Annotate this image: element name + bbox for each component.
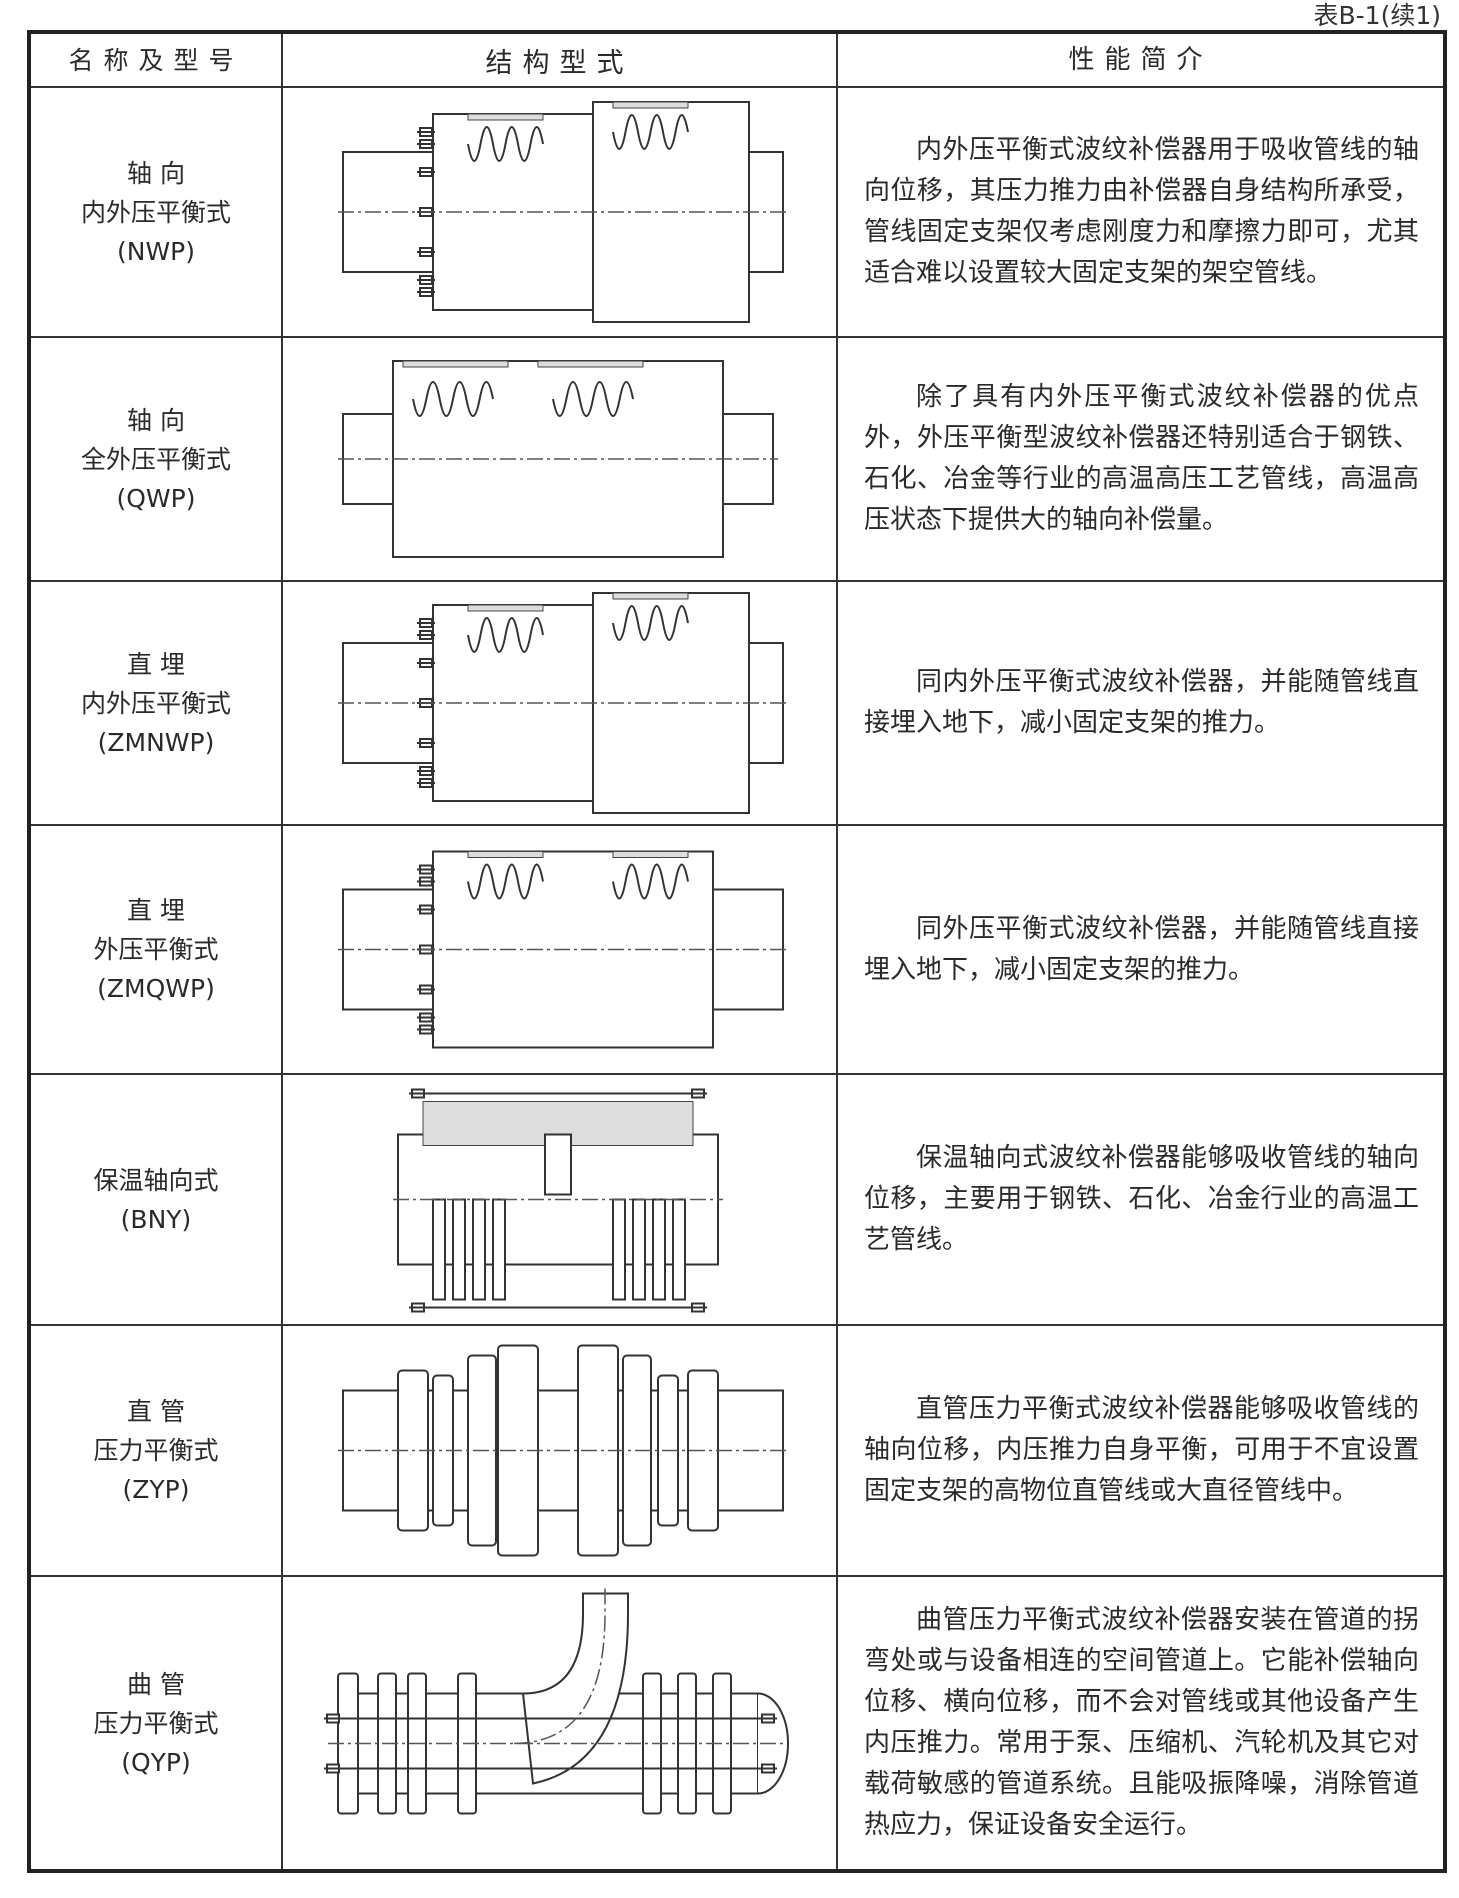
performance-cell: 除了具有内外压平衡式波纹补偿器的优点外，外压平衡型波纹补偿器还特别适合于钢铁、石… bbox=[836, 336, 1446, 582]
compensator-zyp-drawing bbox=[338, 1344, 788, 1557]
model-name-line: 轴 向 bbox=[127, 158, 185, 188]
header-name: 名称及型号 bbox=[28, 31, 283, 88]
model-name-line: 保温轴向式 bbox=[93, 1165, 219, 1195]
compensator-zmqwp-drawing bbox=[338, 850, 788, 1049]
table-row: 直 埋内外压平衡式 (ZMNWP) 同内外压平衡式波纹补偿器，并能随管线直接埋入地… bbox=[28, 580, 1446, 826]
header-row: 名称及型号 结构型式 性能简介 bbox=[28, 31, 1446, 88]
model-name-line: (QWP) bbox=[116, 483, 196, 513]
model-name-line: 外压平衡式 bbox=[93, 935, 219, 964]
table-row: 轴 向全外压平衡式 (QWP) 除了具有内外压平衡式波纹补偿器的优点外，外压平衡型… bbox=[28, 336, 1446, 582]
model-name-line: (ZYP) bbox=[122, 1475, 190, 1504]
performance-text: 保温轴向式波纹补偿器能够吸收管线的轴向位移，主要用于钢铁、石化、冶金行业的高温工… bbox=[864, 1143, 1419, 1255]
performance-cell: 同内外压平衡式波纹补偿器，并能随管线直接埋入地下，减小固定支架的推力。 bbox=[836, 580, 1446, 826]
performance-text: 同内外压平衡式波纹补偿器，并能随管线直接埋入地下，减小固定支架的推力。 bbox=[864, 667, 1419, 738]
structure-drawing-cell bbox=[281, 824, 838, 1075]
performance-cell: 同外压平衡式波纹补偿器，并能随管线直接埋入地下，减小固定支架的推力。 bbox=[836, 824, 1446, 1075]
table-row: 直 埋外压平衡式 (ZMQWP) 同外压平衡式波纹补偿器，并能随管线直接埋入地下，… bbox=[28, 824, 1446, 1075]
compensator-table: 名称及型号 结构型式 性能简介 轴 向内外压平衡式(NWP) 内外压平衡式波纹补… bbox=[27, 30, 1447, 1873]
structure-drawing-cell bbox=[281, 580, 838, 826]
model-name-line: 压力平衡式 bbox=[93, 1708, 219, 1738]
compensator-qwp-drawing bbox=[338, 360, 778, 558]
compensator-nwp-drawing bbox=[338, 592, 788, 814]
structure-drawing-cell bbox=[281, 1324, 838, 1577]
model-name-cell: 直 埋内外压平衡式 (ZMNWP) bbox=[28, 580, 283, 826]
compensator-qyp-drawing bbox=[324, 1588, 789, 1814]
model-name-cell: 保温轴向式 (BNY) bbox=[28, 1073, 283, 1326]
model-name-cell: 直 管压力平衡式 (ZYP) bbox=[28, 1324, 283, 1577]
model-name-line: 压力平衡式 bbox=[93, 1436, 219, 1465]
model-name-line: 内外压平衡式 bbox=[80, 688, 231, 718]
model-name-line: (QYP) bbox=[121, 1747, 191, 1777]
model-name-cell: 曲 管压力平衡式 (QYP) bbox=[28, 1575, 283, 1872]
table-row: 轴 向内外压平衡式 (NWP) 内外压平衡式波纹补偿器用于吸收管线的轴向位移，其压… bbox=[28, 86, 1446, 338]
performance-cell: 内外压平衡式波纹补偿器用于吸收管线的轴向位移，其压力推力由补偿器自身结构所承受，… bbox=[836, 86, 1446, 338]
model-name-line: 轴 向 bbox=[127, 405, 185, 435]
performance-text: 同外压平衡式波纹补偿器，并能随管线直接埋入地下，减小固定支架的推力。 bbox=[864, 913, 1419, 985]
model-name-line: 内外压平衡式 bbox=[80, 197, 231, 227]
performance-text: 直管压力平衡式波纹补偿器能够吸收管线的轴向位移，内压推力自身平衡，可用于不宜设置… bbox=[864, 1394, 1419, 1506]
structure-drawing-cell bbox=[281, 1575, 838, 1872]
performance-cell: 曲管压力平衡式波纹补偿器安装在管道的拐弯处或与设备相连的空间管道上。它能补偿轴向… bbox=[836, 1575, 1446, 1872]
table-caption: 表B-1(续1) bbox=[1313, 1, 1442, 30]
model-name-line: 直 管 bbox=[127, 1397, 185, 1426]
model-name-cell: 直 埋外压平衡式 (ZMQWP) bbox=[28, 824, 283, 1075]
model-name-cell: 轴 向全外压平衡式 (QWP) bbox=[28, 336, 283, 582]
table-row: 曲 管压力平衡式 (QYP) 曲管压力平衡式波纹补偿器安装在管道的拐弯处或与设备相… bbox=[28, 1575, 1446, 1872]
structure-drawing-cell bbox=[281, 1073, 838, 1326]
structure-drawing-cell bbox=[281, 336, 838, 582]
model-name-line: (ZMQWP) bbox=[97, 974, 215, 1003]
performance-cell: 保温轴向式波纹补偿器能够吸收管线的轴向位移，主要用于钢铁、石化、冶金行业的高温工… bbox=[836, 1073, 1446, 1326]
compensator-bny-drawing bbox=[393, 1088, 723, 1313]
performance-text: 内外压平衡式波纹补偿器用于吸收管线的轴向位移，其压力推力由补偿器自身结构所承受，… bbox=[864, 135, 1419, 288]
header-structure: 结构型式 bbox=[281, 31, 838, 88]
model-name-line: 直 埋 bbox=[127, 649, 185, 679]
model-name-line: 全外压平衡式 bbox=[80, 444, 231, 474]
performance-text: 除了具有内外压平衡式波纹补偿器的优点外，外压平衡型波纹补偿器还特别适合于钢铁、石… bbox=[864, 382, 1419, 535]
model-name-line: (BNY) bbox=[120, 1204, 192, 1234]
structure-drawing-cell bbox=[281, 86, 838, 338]
model-name-line: (NWP) bbox=[116, 236, 195, 266]
model-name-cell: 轴 向内外压平衡式 (NWP) bbox=[28, 86, 283, 338]
table-row: 直 管压力平衡式 (ZYP) 直管压力平衡式波纹补偿器能够吸收管线的轴向位移，内压… bbox=[28, 1324, 1446, 1577]
table-row: 保温轴向式 (BNY) 保温轴向式波纹补偿器能够吸收管线的轴向位移，主要用于钢铁、… bbox=[28, 1073, 1446, 1326]
compensator-nwp-drawing bbox=[338, 101, 788, 323]
model-name-line: 曲 管 bbox=[127, 1669, 185, 1699]
performance-text: 曲管压力平衡式波纹补偿器安装在管道的拐弯处或与设备相连的空间管道上。它能补偿轴向… bbox=[864, 1605, 1419, 1840]
model-name-line: 直 埋 bbox=[127, 896, 185, 925]
performance-cell: 直管压力平衡式波纹补偿器能够吸收管线的轴向位移，内压推力自身平衡，可用于不宜设置… bbox=[836, 1324, 1446, 1577]
header-performance: 性能简介 bbox=[836, 31, 1446, 88]
model-name-line: (ZMNWP) bbox=[97, 727, 215, 757]
